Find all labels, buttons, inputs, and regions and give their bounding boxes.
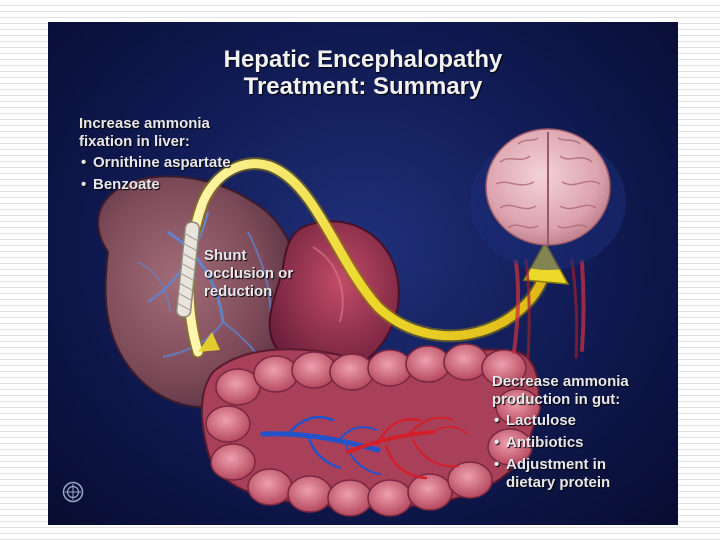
liver-heading-line-1: Increase ammonia [79, 115, 249, 133]
gut-treatment-block: Decrease ammonia production in gut: Lact… [492, 373, 672, 496]
liver-treatment-list: Ornithine aspartate Benzoate [79, 154, 249, 194]
shunt-line-2: occlusion or [204, 265, 324, 283]
title-line-1: Hepatic Encephalopathy [48, 46, 678, 73]
list-item-line-2: dietary protein [506, 474, 672, 492]
list-item: Adjustment in dietary protein [492, 456, 672, 492]
shunt-line-1: Shunt [204, 247, 324, 265]
shunt-label: Shunt occlusion or reduction [204, 247, 324, 301]
intestine-illustration [202, 344, 540, 516]
slide-title: Hepatic Encephalopathy Treatment: Summar… [48, 46, 678, 100]
title-line-2: Treatment: Summary [48, 73, 678, 100]
list-item: Lactulose [492, 412, 672, 430]
gut-heading-line-1: Decrease ammonia [492, 373, 672, 391]
gut-heading-line-2: production in gut: [492, 391, 672, 409]
brain-illustration [470, 129, 626, 270]
list-item: Benzoate [79, 176, 249, 194]
slide: Hepatic Encephalopathy Treatment: Summar… [48, 22, 678, 525]
gut-treatment-list: Lactulose Antibiotics Adjustment in diet… [492, 412, 672, 492]
shunt-line-3: reduction [204, 283, 324, 301]
list-item-line-1: Adjustment in [506, 456, 672, 474]
liver-treatment-block: Increase ammonia fixation in liver: Orni… [79, 115, 249, 198]
list-item: Ornithine aspartate [79, 154, 249, 172]
logo-icon [62, 481, 84, 503]
list-item: Antibiotics [492, 434, 672, 452]
liver-heading-line-2: fixation in liver: [79, 133, 249, 151]
